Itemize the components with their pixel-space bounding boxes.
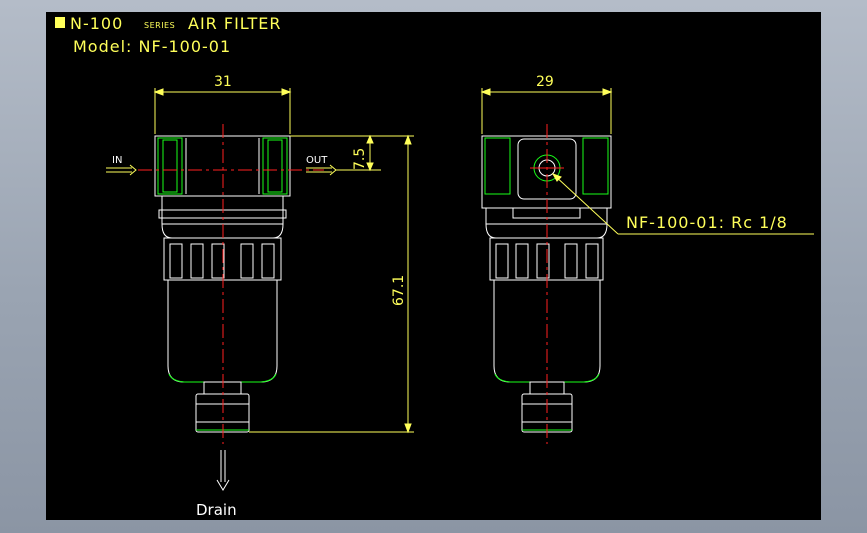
port-callout-label: NF-100-01: Rc 1/8 [626,213,788,232]
port-offset-value: 7.5 [352,148,368,170]
out-label: OUT [306,155,328,166]
title-marker-icon [55,17,65,28]
side-width-value: 29 [536,74,554,90]
side-width-dimension [480,88,613,134]
title-series-word: SERIES [144,21,175,30]
title-product: AIR FILTER [188,14,282,33]
title-series: N-100 [70,14,123,33]
in-arrow-icon [106,164,137,176]
drain-label: Drain [196,501,237,519]
drain-arrow-icon [216,450,230,491]
total-height-dimension [249,134,414,434]
model-label: Model: NF-100-01 [73,37,231,56]
drawing-canvas: N-100 SERIES AIR FILTER Model: NF-100-01 [55,14,814,519]
in-label: IN [112,155,122,166]
cad-viewport[interactable]: N-100 SERIES AIR FILTER Model: NF-100-01 [46,12,821,520]
port-offset-dimension [290,134,414,172]
total-height-value: 67.1 [391,275,407,306]
front-width-dimension [153,88,292,134]
port-callout-leader [551,173,814,235]
front-width-value: 31 [214,74,232,90]
